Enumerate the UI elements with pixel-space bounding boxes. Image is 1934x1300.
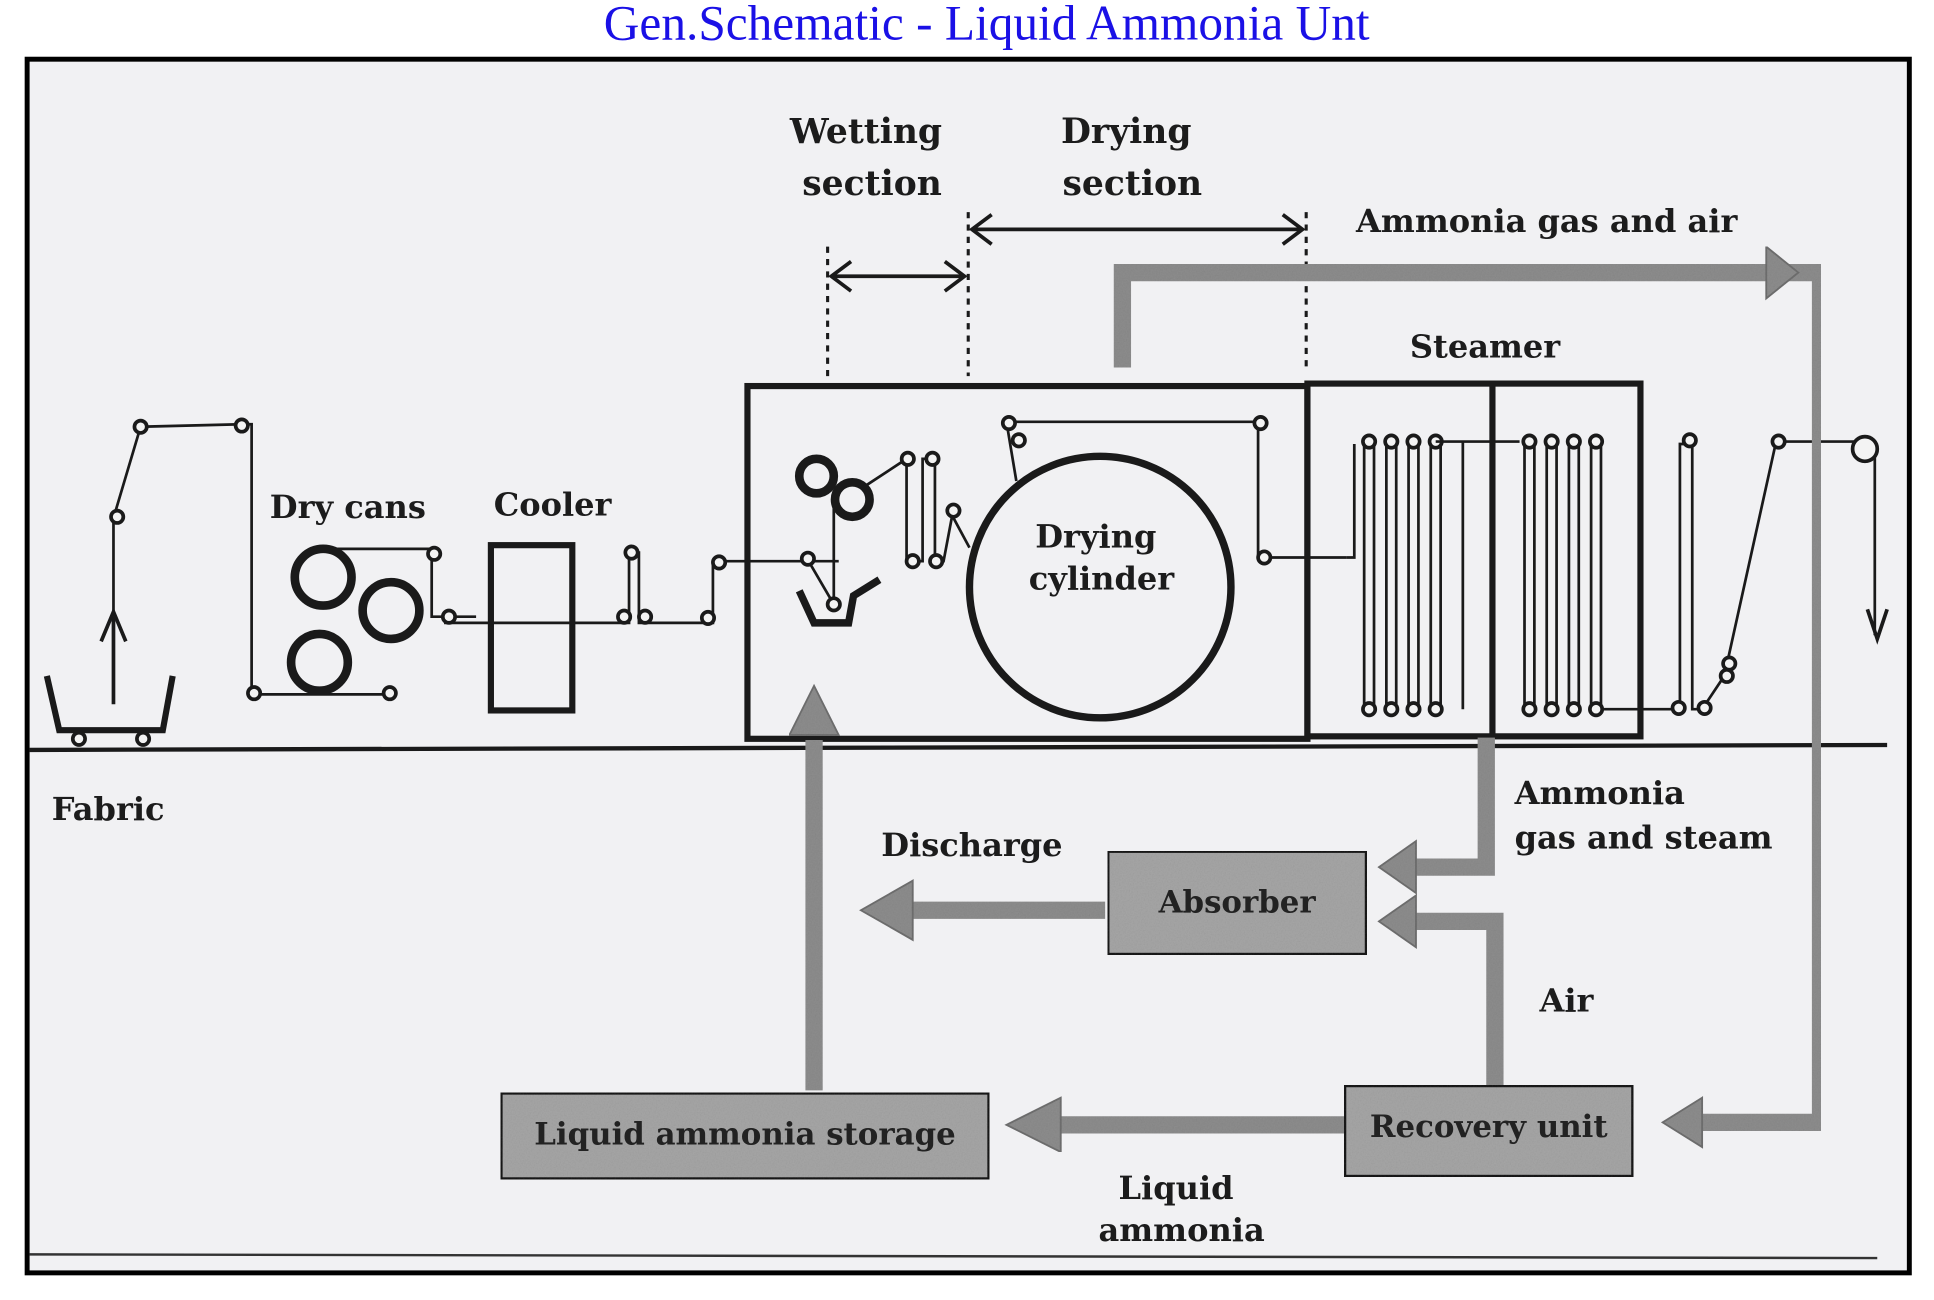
ammonia-gas-and-steam-label: Ammonia gas and steam (1514, 774, 1773, 856)
dry-cans-label: Dry cans (270, 488, 426, 526)
festoon-loop (1567, 441, 1581, 710)
section-markers (826, 212, 1308, 377)
guide-roll (1361, 701, 1378, 718)
guide-roll (1427, 701, 1444, 718)
drying-cylinder-label: Drying cylinder (1029, 518, 1176, 598)
ammonia-gas-and-air-label: Ammonia gas and air (1355, 202, 1738, 240)
dry-cans (286, 544, 477, 696)
guide-roll (1405, 433, 1422, 450)
steamer (1304, 380, 1644, 740)
wetting-section-label: Wetting section (789, 112, 954, 204)
drying-cylinder: Drying cylinder (965, 415, 1347, 722)
guide-roll (1521, 433, 1538, 450)
wetting-rolls (794, 450, 971, 627)
ammonia-trough (795, 576, 882, 627)
festoon-loop (1589, 441, 1603, 710)
festoon-loop (1362, 441, 1376, 710)
fabric-label: Fabric (52, 790, 165, 828)
absorber-unit: Absorber (1105, 849, 1369, 957)
guide-roll (1405, 701, 1422, 718)
bottom-paper-edge (29, 1253, 1878, 1260)
recovery-unit: Recovery unit (1342, 1083, 1635, 1179)
cooler-label: Cooler (494, 486, 613, 524)
guide-roll (1361, 433, 1378, 450)
guide-roll (1565, 701, 1582, 718)
fabric-bin (43, 675, 176, 747)
guide-roll (1543, 701, 1560, 718)
festoon-loop (1429, 441, 1442, 710)
fabric-web-path (109, 417, 398, 702)
absorber-label: Absorber (1158, 885, 1317, 921)
page-title: Gen.Schematic - Liquid Ammonia Unt (604, 0, 1370, 50)
guide-roll (1543, 433, 1560, 450)
guide-roll (1521, 701, 1538, 718)
drying-section-label: Drying section (1061, 112, 1204, 204)
discharge-label: Discharge (881, 826, 1062, 864)
liquid-ammonia-label: Liquid ammonia (1099, 1169, 1265, 1249)
guide-roll (1383, 433, 1400, 450)
exit-web-path (1603, 432, 1880, 716)
floor-line (29, 742, 1888, 753)
festoon-loop (1523, 441, 1536, 710)
liquid-ammonia-storage-unit: Liquid ammonia storage (498, 1090, 992, 1181)
cooler (444, 542, 839, 714)
guide-roll (1588, 433, 1605, 450)
liquid-ammonia-storage-label: Liquid ammonia storage (534, 1117, 956, 1153)
guide-roll (1588, 701, 1605, 718)
steamer-label: Steamer (1410, 328, 1561, 366)
festoon-loop (1385, 441, 1398, 710)
guide-roll (1565, 433, 1582, 450)
recovery-unit-label: Recovery unit (1370, 1109, 1609, 1145)
pipes (787, 244, 1830, 1154)
fabric-out-arrow-icon (1865, 608, 1889, 645)
festoon-loop (1545, 441, 1558, 710)
guide-roll (1383, 701, 1400, 718)
festoon-link (1435, 440, 1520, 710)
air-label: Air (1538, 981, 1594, 1019)
festoon-loop (1407, 441, 1420, 710)
